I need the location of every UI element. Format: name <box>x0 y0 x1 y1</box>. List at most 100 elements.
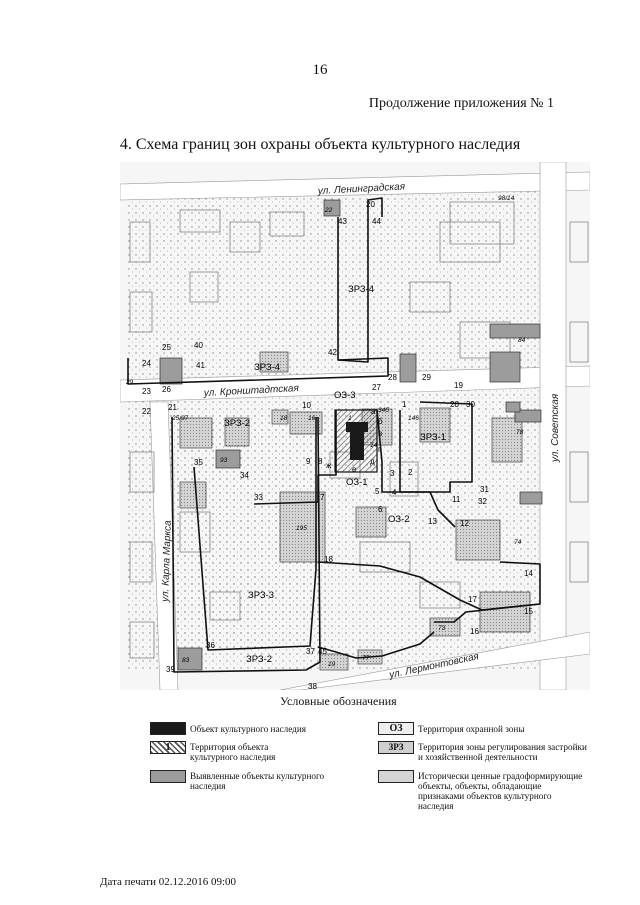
point-40: 40 <box>194 341 203 350</box>
street-label-karla-marksa: ул. Карла Маркса <box>160 520 174 603</box>
boundary-lermontov <box>434 603 541 623</box>
point-36: 36 <box>206 641 215 650</box>
point-43: 43 <box>338 217 347 226</box>
legend-label-valuable-objects: Исторически ценные градоформирующие объе… <box>418 771 583 811</box>
point-18: 18 <box>324 555 333 564</box>
point-45: 45 <box>318 647 327 656</box>
street-label-leningradskaya: ул. Ленинградская <box>317 181 406 197</box>
boundary-west <box>171 416 321 673</box>
object-22: 22 <box>324 207 333 214</box>
point-39: 39 <box>166 665 175 674</box>
point-26: 26 <box>162 385 171 394</box>
zone-scheme-map: ул. Ленинградская ул. Кронштадтская ул. … <box>120 162 590 690</box>
zone-label-oz2: ОЗ-2 <box>388 514 410 525</box>
boundary-south <box>317 631 435 659</box>
zone-label-zrz3: ЗРЗ-3 <box>248 590 274 601</box>
point-11: 11 <box>452 495 461 504</box>
object-16: 16 <box>308 415 316 422</box>
legend-label-protection-zone: Территория охранной зоны <box>418 724 525 734</box>
street-lermontovskaya <box>279 631 590 690</box>
zone-label-oz1: ОЗ-1 <box>346 477 368 488</box>
point-29: 29 <box>422 373 431 382</box>
zone-label-zrz4-strip: ЗРЗ-4 <box>254 362 280 373</box>
zone-label-zrz4-top: ЗРЗ-4 <box>348 284 374 295</box>
boundary-zrz3 <box>193 417 317 651</box>
street-sovetskaya <box>539 162 567 690</box>
legend-label-identified-objects: Выявленные объекты культурного наследия <box>190 771 325 791</box>
legend-swatch-identified-objects <box>150 770 186 783</box>
legend-title: Условные обозначения <box>280 694 397 708</box>
street-karla-marksa <box>149 401 179 690</box>
object-29: 29 <box>125 379 134 386</box>
object-34b: 34б <box>378 406 389 414</box>
point-17: 17 <box>468 595 477 604</box>
legend-swatch-regulation-zone: ЗРЗ <box>378 741 414 754</box>
zone-boundaries <box>127 197 541 673</box>
point-12: 12 <box>460 519 469 528</box>
zone-label-oz3: ОЗ-3 <box>334 390 356 401</box>
boundary-zrz1 <box>399 401 473 493</box>
valuable-objects <box>179 351 531 671</box>
point-3: 3 <box>390 469 395 478</box>
zone-label-zrz1: ЗРЗ-1 <box>420 432 446 443</box>
street-label-kronshtadtskaya: ул. Кронштадтская <box>203 383 300 399</box>
point-33: 33 <box>254 493 263 502</box>
point-9: 9 <box>306 457 311 466</box>
point-zh: ж <box>326 461 332 470</box>
street-label-sovetskaya: ул. Советская <box>550 393 561 463</box>
point-24: 24 <box>142 359 151 368</box>
legend-swatch-heritage-territory: 1 <box>150 741 186 754</box>
point-8: 8 <box>318 457 323 466</box>
object-77: 77 <box>362 655 370 662</box>
identified-objects <box>159 199 543 671</box>
point-30: 30 <box>466 400 475 409</box>
point-21: 21 <box>168 403 177 412</box>
print-date: Дата печати 02.12.2016 09:00 <box>100 876 237 888</box>
object-98-14: 98/14 <box>498 195 515 202</box>
legend-label-regulation-zone: Территория зоны регулирования застройки … <box>418 742 587 762</box>
point-20-right: 20 <box>450 400 459 409</box>
zone-labels: ЗРЗ-4 ЗРЗ-4 ОЗ-3 ОЗ-1 ОЗ-2 ЗРЗ-1 ЗРЗ-2 З… <box>224 284 446 665</box>
point-e: е <box>352 465 357 474</box>
object-id-labels: 22 98/14 84 29 25/97 18 16 146 78 93 195… <box>125 195 526 668</box>
point-13: 13 <box>428 517 437 526</box>
point-16: 16 <box>470 627 479 636</box>
heritage-object <box>346 422 368 460</box>
zone-label-zrz2-left: ЗРЗ-2 <box>224 418 250 429</box>
boundary-zrz4-top <box>337 197 383 363</box>
point-28: 28 <box>388 373 397 382</box>
object-14: 14 <box>370 442 378 449</box>
boundary-33-7 <box>253 410 337 505</box>
object-83: 83 <box>182 657 190 664</box>
point-19: 19 <box>454 381 463 390</box>
point-v: в <box>378 429 382 438</box>
object-93: 93 <box>220 457 228 464</box>
point-37: 37 <box>306 647 315 656</box>
point-35: 35 <box>194 458 203 467</box>
point-27: 27 <box>372 383 381 392</box>
legend-label-heritage-object: Объект культурного наследия <box>190 724 306 734</box>
object-73: 73 <box>438 625 446 632</box>
point-20-top: 20 <box>366 200 375 209</box>
background-buildings <box>129 201 589 659</box>
street-kronshtadtskaya <box>120 365 590 403</box>
point-b: б <box>378 417 383 426</box>
point-44: 44 <box>372 217 381 226</box>
zone-label-zrz2-bottom: ЗРЗ-2 <box>246 654 272 665</box>
page-title: 4. Схема границ зон охраны объекта культ… <box>119 136 521 153</box>
object-19: 19 <box>328 661 336 668</box>
point-g: г <box>378 445 381 454</box>
page-number: 16 <box>312 62 328 78</box>
point-25: 25 <box>162 343 171 352</box>
object-74: 74 <box>514 539 522 546</box>
point-14: 14 <box>524 569 533 578</box>
boundary-oz2-south <box>317 561 541 611</box>
appendix-caption: Продолжение приложения № 1 <box>368 96 554 111</box>
legend-swatch-heritage-object <box>150 722 186 735</box>
point-38: 38 <box>308 682 317 690</box>
object-195: 195 <box>296 525 307 532</box>
point-a: а <box>371 407 376 416</box>
point-15: 15 <box>524 607 533 616</box>
object-146: 146 <box>408 415 419 422</box>
point-22: 22 <box>142 407 151 416</box>
